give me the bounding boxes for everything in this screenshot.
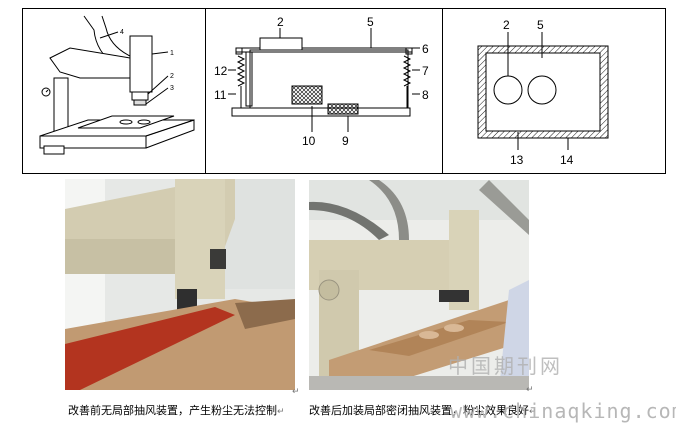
machine-schematic: [39, 15, 195, 155]
callout-b-6: 6: [422, 42, 429, 56]
callout-b-11: 11: [214, 88, 227, 102]
paragraph-mark: ↵: [277, 407, 285, 417]
callout-a-4: 4: [120, 29, 124, 36]
callout-b-8: 8: [422, 88, 429, 102]
callout-b-12: 12: [214, 64, 228, 78]
paragraph-mark: ↵: [529, 407, 537, 417]
photo-after-improvement: [309, 180, 529, 390]
callout-b-7: 7: [422, 64, 429, 78]
callout-c-13: 13: [510, 153, 524, 167]
watermark-url: www.chinaqking.com: [450, 399, 676, 423]
workpiece-block: [291, 85, 323, 105]
callout-b-5: 5: [367, 15, 374, 29]
callout-a-1: 1: [170, 50, 174, 57]
callout-b-2: 2: [277, 15, 284, 29]
photo-before-improvement: [65, 179, 295, 390]
anchor-mark: ↵: [292, 386, 300, 396]
callout-b-9: 9: [342, 134, 349, 148]
caption-after: 改善后加装局部密闭抽风装置，粉尘效果良好↵: [309, 404, 537, 419]
hood-top-view: [477, 32, 609, 150]
callout-c-5: 5: [537, 18, 544, 32]
callout-c-2: 2: [503, 18, 510, 32]
diagram-panels: 4 1 2 3: [22, 8, 666, 174]
callout-c-14: 14: [560, 153, 574, 167]
caption-before: 改善前无局部抽风装置，产生粉尘无法控制↵: [68, 404, 285, 419]
caption-after-text: 改善后加装局部密闭抽风装置，粉尘效果良好: [309, 404, 529, 417]
callout-a-2: 2: [170, 73, 174, 80]
hood-cross-section: [228, 28, 420, 132]
anchor-mark: ↵: [526, 384, 534, 394]
base-block: [327, 103, 359, 115]
diagram-frame: 4 1 2 3: [22, 8, 666, 174]
caption-before-text: 改善前无局部抽风装置，产生粉尘无法控制: [68, 404, 277, 417]
callout-a-3: 3: [170, 85, 174, 92]
callout-b-10: 10: [302, 134, 316, 148]
watermark-cn: 中国期刊网: [448, 354, 563, 378]
